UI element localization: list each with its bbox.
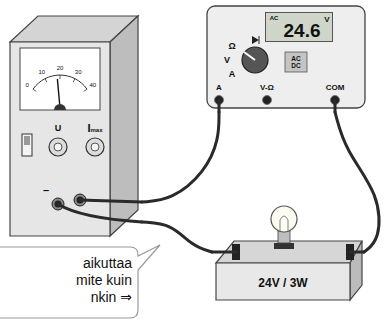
- scale-tick: [45, 79, 47, 83]
- knob-label: Imax: [87, 123, 102, 134]
- meter-scale: [33, 75, 87, 89]
- terminal-label: COM: [326, 84, 345, 92]
- mode-label: AC DC: [287, 55, 305, 69]
- wire: [80, 200, 142, 202]
- dial-label: Ω: [228, 42, 235, 51]
- terminal-socket: [263, 96, 272, 105]
- multimeter-drawing: [207, 6, 365, 108]
- diode-bar: [259, 36, 260, 44]
- switch-rocker: [24, 136, 30, 145]
- display-mode: AC: [270, 15, 279, 21]
- speech-bubble: aikuttaa mite kuin nkin ⇒: [0, 246, 148, 320]
- knob-cap: [91, 143, 99, 151]
- scale-tick: [73, 79, 75, 83]
- needle-pivot: [54, 104, 66, 110]
- multimeter-body: [207, 6, 365, 108]
- scale-tick: [33, 89, 36, 91]
- lamp-socket: [274, 243, 294, 249]
- power-supply: 0 10 20 30 40U Imax –: [8, 12, 142, 238]
- scale-ticks: [33, 75, 87, 91]
- wire: [335, 112, 379, 252]
- meter-needle: [57, 79, 60, 108]
- wire: [218, 100, 221, 112]
- multimeter: ΩVAAC DCAV-ΩCOMAC24.6V: [205, 4, 367, 112]
- diode-symbol: [252, 36, 259, 44]
- speech-text: aikuttaa mite kuin nkin ⇒: [62, 255, 132, 306]
- scale-number: 40: [89, 82, 96, 88]
- power-switch: [22, 134, 32, 156]
- current-knob: [86, 138, 104, 156]
- dial-label: A: [229, 70, 236, 79]
- wire-stubs: [58, 100, 364, 252]
- selector-dial: [242, 47, 268, 73]
- wire: [58, 204, 142, 222]
- scale-number: 20: [57, 65, 64, 71]
- lamp-board: 24V / 3W: [212, 205, 364, 302]
- base-top: [216, 241, 362, 263]
- wire: [212, 251, 236, 254]
- knob-cap: [54, 143, 62, 151]
- wire: [350, 251, 364, 254]
- power-supply-drawing: [10, 16, 138, 236]
- connectors: [142, 112, 379, 252]
- scale-tick: [84, 89, 87, 91]
- display-unit: V: [324, 16, 329, 24]
- voltage-knob: [49, 138, 67, 156]
- dial-label: V: [224, 56, 230, 65]
- bubble-path: [0, 245, 160, 318]
- scale-number: 0: [26, 82, 29, 88]
- knob-label: U: [55, 124, 62, 133]
- wire: [334, 100, 337, 112]
- meter-window: [20, 48, 100, 110]
- rating-label: 24V / 3W: [258, 277, 307, 289]
- filament: [280, 216, 288, 231]
- display-reading: 24.6: [284, 21, 321, 40]
- acdc-switch: [285, 52, 307, 72]
- lamp-screw: [278, 231, 290, 243]
- terminal-label: V-Ω: [260, 84, 274, 92]
- wire: [142, 222, 212, 252]
- scale-number: 10: [38, 69, 45, 75]
- polarity-mark: –: [43, 185, 49, 196]
- wire: [142, 112, 219, 202]
- scale-tick: [60, 75, 61, 79]
- base-front: [216, 263, 350, 300]
- multimeter-display: AC 24.6V: [265, 12, 333, 42]
- lamp-drawing: [216, 206, 362, 300]
- scale-number: 30: [75, 69, 82, 75]
- terminal-label: A: [216, 84, 222, 92]
- bulb-glass: [271, 206, 297, 232]
- dial-pointer: [244, 52, 255, 60]
